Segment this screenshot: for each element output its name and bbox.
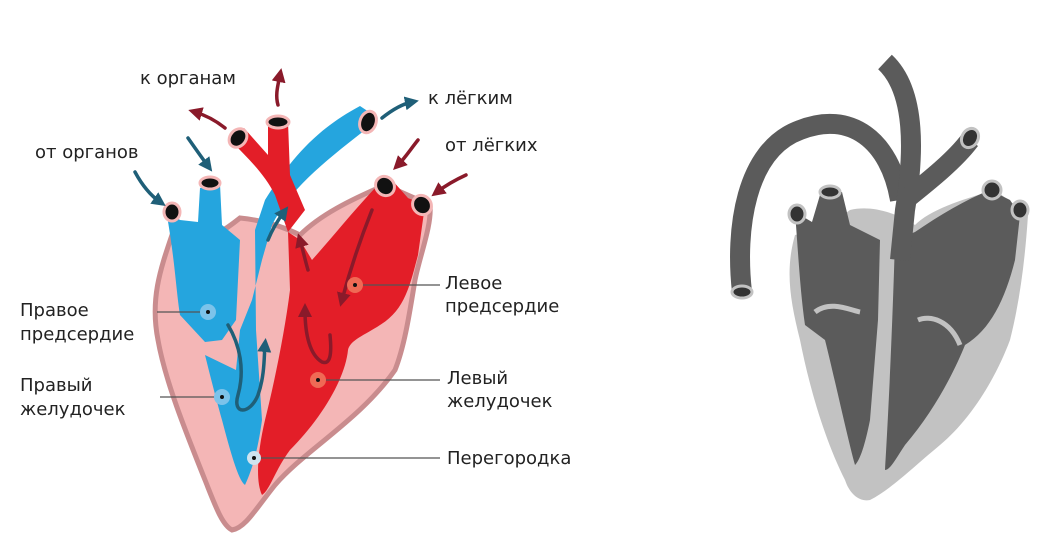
label-to-lungs: к лёгким xyxy=(428,88,513,109)
label-left-atrium-2: предсердие xyxy=(445,296,559,317)
grey-septum-lines xyxy=(813,234,963,471)
label-from-lungs: от лёгких xyxy=(445,135,538,156)
label-left-ventricle-2: желудочек xyxy=(447,391,553,412)
colored-heart: к органам к лёгким от органов от лёгких … xyxy=(20,68,571,533)
label-left-ventricle-1: Левый xyxy=(447,368,508,389)
leader-lines xyxy=(157,284,440,459)
aorta xyxy=(232,122,305,232)
marker-dots xyxy=(200,277,363,465)
vessel-openings xyxy=(162,109,433,223)
label-left-atrium-1: Левое xyxy=(445,273,502,294)
right-ventricle-blood xyxy=(205,106,378,485)
label-to-organs: к органам xyxy=(140,68,236,89)
arrow-to-organs-left xyxy=(188,107,227,130)
label-from-organs: от органов xyxy=(35,142,139,163)
grey-heart xyxy=(730,54,1030,501)
label-right-ventricle-2: желудочек xyxy=(20,399,126,420)
label-septum: Перегородка xyxy=(447,448,571,469)
label-right-atrium-2: предсердие xyxy=(20,324,134,345)
arrow-from-lungs-2 xyxy=(431,173,468,197)
left-heart-blood xyxy=(258,180,425,495)
arrow-from-organs-2 xyxy=(133,170,166,207)
label-right-atrium-1: Правое xyxy=(20,300,89,321)
grey-vessel-openings xyxy=(730,126,1030,300)
right-heart-blood xyxy=(166,184,240,342)
arrow-to-organs-up xyxy=(271,68,286,107)
flow-arrows xyxy=(133,68,468,412)
arrow-from-lungs-1 xyxy=(393,138,420,170)
grey-right-heart xyxy=(795,192,880,465)
arrow-to-lungs xyxy=(380,96,419,120)
arrow-from-organs-1 xyxy=(186,136,213,172)
label-right-ventricle-1: Правый xyxy=(20,375,93,396)
